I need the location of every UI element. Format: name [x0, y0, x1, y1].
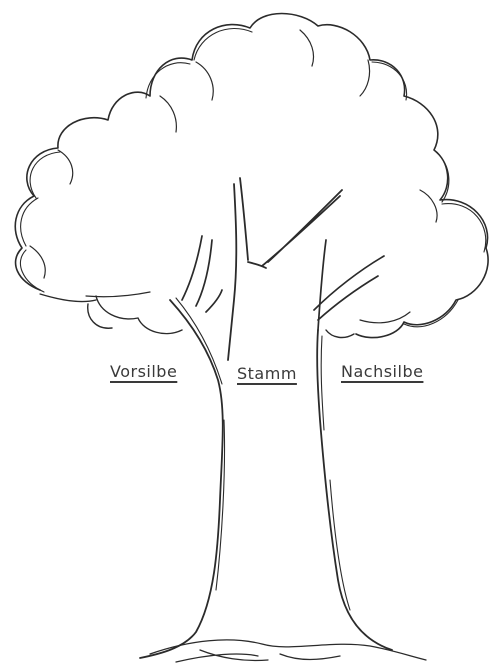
crown-detail-strokes: [30, 30, 437, 323]
crown-outline: [15, 14, 488, 338]
branch-left: [182, 236, 222, 312]
label-suffix: Nachsilbe: [341, 362, 423, 381]
branch-center-right: [248, 190, 342, 268]
crown-outline-second: [20, 28, 485, 326]
label-stem: Stamm: [237, 364, 297, 383]
roots: [150, 640, 426, 662]
crown-lower-fringe: [88, 296, 354, 337]
branch-right: [314, 240, 384, 330]
label-prefix: Vorsilbe: [110, 362, 177, 381]
branch-center-left: [228, 178, 248, 360]
